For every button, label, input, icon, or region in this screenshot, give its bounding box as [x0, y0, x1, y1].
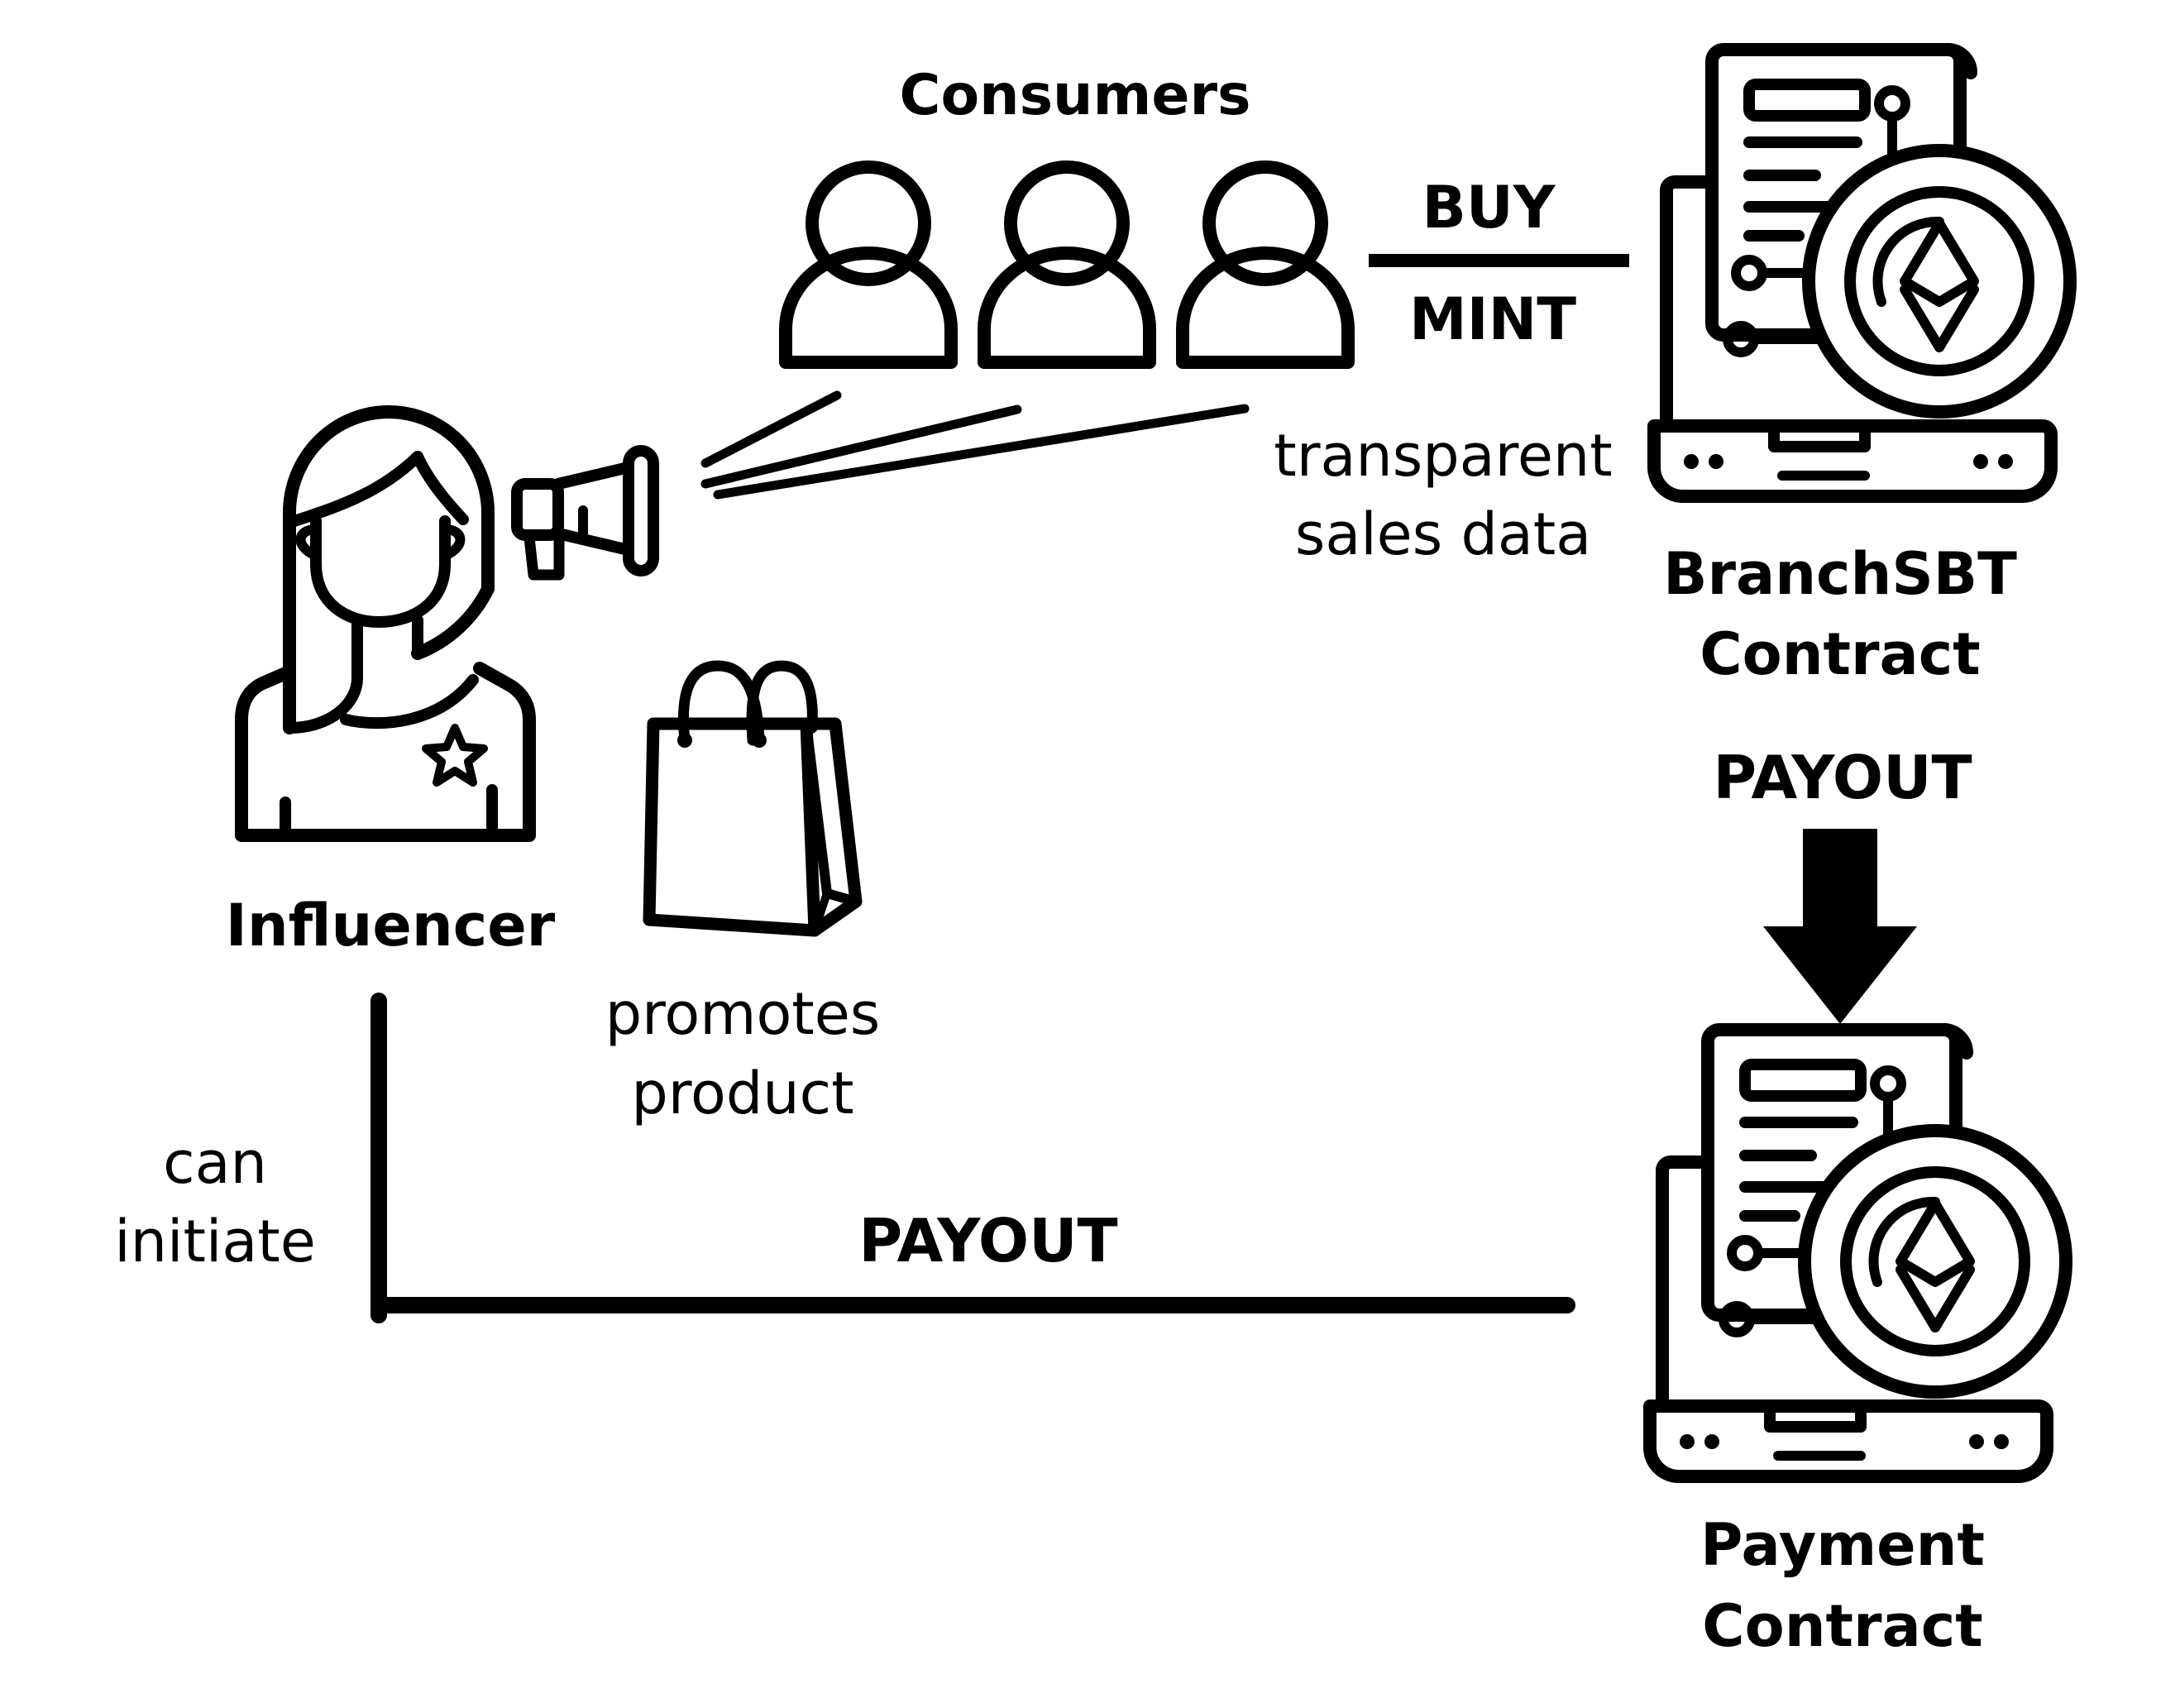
payout-horizontal-label: PAYOUT — [858, 1206, 1117, 1275]
payment-contract-icon — [1650, 1030, 2066, 1476]
branchsbt-label-line2: Contract — [1700, 620, 1980, 688]
woman-influencer-icon — [235, 405, 536, 842]
promotes-product-label-line1: promotes — [605, 980, 881, 1048]
consumer-person-icon — [984, 167, 1150, 362]
can-initiate-label-line1: can — [163, 1129, 267, 1197]
transparent-sales-label-line2: sales data — [1295, 500, 1591, 568]
shopping-bag-icon — [643, 660, 863, 937]
promotes-product-label-line2: product — [631, 1060, 853, 1127]
influencer-label: Influencer — [226, 892, 556, 959]
payment-contract-label-line1: Payment — [1700, 1511, 1985, 1579]
payout-connector — [371, 993, 1575, 1323]
arrow-down-icon — [1763, 829, 1917, 1024]
branchsbt-label-line1: BranchSBT — [1663, 540, 2017, 608]
transparent-sales-label-line1: transparent — [1274, 422, 1612, 490]
can-initiate-label-line2: initiate — [114, 1208, 316, 1275]
megaphone-icon — [511, 445, 659, 581]
payout-vertical-label: PAYOUT — [1713, 743, 1972, 812]
consumer-person-icon — [1183, 167, 1348, 362]
branchsbt-contract-icon — [1654, 50, 2070, 496]
consumers-label: Consumers — [900, 63, 1251, 128]
promotion-lines — [700, 390, 1250, 500]
buy-label: BUY — [1422, 174, 1556, 242]
mint-label: MINT — [1409, 285, 1576, 353]
consumer-person-icon — [786, 167, 951, 362]
payment-contract-label-line2: Contract — [1702, 1592, 1982, 1660]
